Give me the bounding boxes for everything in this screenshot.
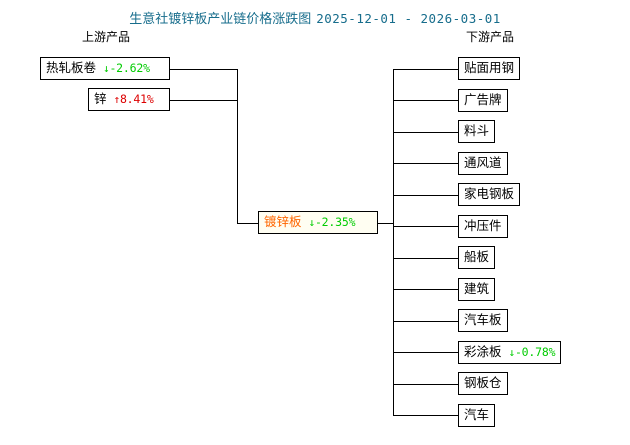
node-change-value: -2.62% <box>109 61 150 75</box>
node-change-value: -0.78% <box>514 344 556 359</box>
node-label: 建筑 <box>464 280 490 296</box>
node-label: 通风道 <box>464 154 502 170</box>
node-change-value: -2.35% <box>314 215 356 229</box>
connector-downstream-3 <box>393 131 458 133</box>
downstream-node-9[interactable]: 汽车板 <box>458 309 508 332</box>
downstream-node-1[interactable]: 贴面用钢 <box>458 57 521 80</box>
node-change: ↑8.41% <box>114 92 154 106</box>
arrow-up-icon: ↑ <box>113 93 121 106</box>
downstream-node-4[interactable]: 通风道 <box>458 151 508 175</box>
downstream-node-7[interactable]: 船板 <box>458 246 496 269</box>
downstream-node-10[interactable]: 彩涂板 ↓-0.78% <box>458 340 562 364</box>
downstream-column-header: 下游产品 <box>466 30 515 44</box>
node-change-value: 8.41% <box>119 92 154 106</box>
connector-downstream-10 <box>393 352 458 354</box>
node-change: ↓-2.35% <box>309 215 356 229</box>
connector-center-right <box>378 222 395 224</box>
arrow-down-icon: ↓ <box>508 345 516 359</box>
date-range: 2025-12-01 - 2026-03-01 <box>316 11 501 26</box>
connector-downstream-11 <box>393 383 458 385</box>
connector-downstream-12 <box>393 415 458 417</box>
node-change: ↓-2.62% <box>103 61 150 75</box>
connector-upstream-1 <box>170 68 237 70</box>
node-label: 锌 <box>94 91 107 106</box>
node-label: 镀锌板 <box>264 214 302 229</box>
node-label: 冲压件 <box>464 217 502 233</box>
node-label: 钢板仓 <box>464 375 502 390</box>
node-change: ↓-0.78% <box>509 345 556 359</box>
connector-left-spine <box>237 68 239 224</box>
node-label: 热轧板卷 <box>46 60 97 75</box>
downstream-node-12[interactable]: 汽车 <box>458 403 496 427</box>
upstream-node-zinc[interactable]: 锌 ↑8.41% <box>88 88 170 111</box>
connector-downstream-9 <box>393 320 458 322</box>
connector-downstream-2 <box>393 100 458 102</box>
downstream-node-6[interactable]: 冲压件 <box>458 214 508 238</box>
connector-upstream-2 <box>170 99 237 101</box>
downstream-node-2[interactable]: 广告牌 <box>458 88 508 112</box>
downstream-node-3[interactable]: 料斗 <box>458 120 496 143</box>
arrow-down-icon: ↓ <box>103 62 110 75</box>
connector-right-spine <box>393 68 395 417</box>
connector-downstream-4 <box>393 163 458 165</box>
connector-downstream-7 <box>393 257 458 259</box>
downstream-node-8[interactable]: 建筑 <box>458 277 496 301</box>
connector-downstream-1 <box>393 68 458 70</box>
node-label: 汽车板 <box>464 312 502 327</box>
connector-downstream-8 <box>393 289 458 291</box>
downstream-node-5[interactable]: 家电钢板 <box>458 183 521 206</box>
upstream-column-header: 上游产品 <box>82 30 131 44</box>
center-node-galvanized-sheet[interactable]: 镀锌板 ↓-2.35% <box>258 211 378 234</box>
connector-downstream-5 <box>393 194 458 196</box>
node-label: 贴面用钢 <box>464 60 515 75</box>
connector-downstream-6 <box>393 226 458 228</box>
node-label: 船板 <box>464 249 490 264</box>
downstream-node-11[interactable]: 钢板仓 <box>458 372 508 395</box>
page-title: 生意社镀锌板产业链价格涨跌图 <box>129 12 312 27</box>
node-label: 彩涂板 <box>464 343 502 359</box>
upstream-node-hot-rolled-coil[interactable]: 热轧板卷 ↓-2.62% <box>40 57 170 80</box>
connector-center-left <box>237 222 258 224</box>
node-label: 料斗 <box>464 123 490 138</box>
node-label: 家电钢板 <box>464 186 515 201</box>
arrow-down-icon: ↓ <box>308 216 316 229</box>
node-label: 广告牌 <box>464 91 502 107</box>
node-label: 汽车 <box>464 406 490 422</box>
chart-title-bar: 生意社镀锌板产业链价格涨跌图 2025-12-01 - 2026-03-01 <box>0 8 630 27</box>
